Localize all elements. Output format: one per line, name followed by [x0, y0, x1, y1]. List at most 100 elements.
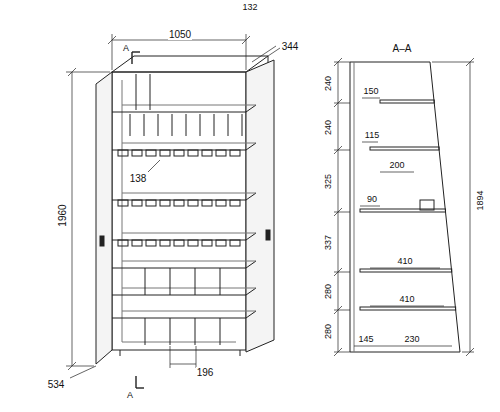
divider [170, 268, 171, 295]
bin [132, 240, 142, 246]
bin [202, 150, 212, 156]
shelf-section [360, 307, 456, 310]
bin [118, 240, 128, 246]
dimension-label: 150 [362, 86, 379, 97]
divider [242, 114, 243, 136]
bin [216, 240, 226, 246]
divider [145, 318, 146, 345]
dimension-label: 280 [324, 322, 335, 339]
divider [170, 318, 171, 345]
dimension-label: 200 [388, 160, 405, 171]
divider [144, 114, 145, 136]
dimension-label: 1050 [168, 29, 192, 40]
bin [188, 150, 198, 156]
bin [160, 240, 170, 246]
section-marker-label: A [126, 390, 134, 401]
section-marker [132, 52, 144, 388]
dimension-label: 138 [129, 173, 148, 184]
dimension-label: 410 [398, 294, 415, 305]
shelf-section [360, 209, 446, 212]
leg [120, 350, 121, 356]
bin [188, 240, 198, 246]
dimension-label: 240 [324, 74, 335, 91]
bin [216, 200, 226, 206]
bin [230, 150, 240, 156]
shelf-back [122, 311, 256, 312]
section-marker-label: A [122, 43, 130, 54]
inner-back [122, 80, 236, 342]
shelf-back [122, 233, 256, 234]
dimension-chain [334, 58, 474, 356]
shelf-section [360, 269, 452, 272]
divider [145, 268, 146, 295]
divider [136, 74, 137, 110]
left-door [96, 72, 112, 364]
bin [174, 150, 184, 156]
dimension-label: 1960 [57, 203, 68, 227]
dimension-label: 196 [196, 367, 215, 378]
dimension-label: 410 [396, 256, 413, 267]
door-handle [100, 236, 104, 246]
shelf-back [122, 288, 256, 289]
leader-line [148, 160, 160, 172]
dimension-label: 240 [324, 118, 335, 135]
shelf [112, 261, 256, 268]
divider [200, 114, 201, 136]
divider [172, 114, 173, 136]
bin [188, 200, 198, 206]
bin [160, 200, 170, 206]
leg [240, 350, 241, 356]
dimension-label: 534 [47, 379, 66, 390]
shelf-back [122, 143, 256, 144]
bin [230, 240, 240, 246]
shelf [112, 311, 256, 318]
divider [130, 114, 131, 136]
bin [132, 200, 142, 206]
divider [186, 114, 187, 136]
shelf-back [122, 105, 256, 106]
bin [160, 150, 170, 156]
shelf-back [122, 261, 256, 262]
door-handle [266, 230, 270, 240]
dimension-label: 337 [324, 233, 335, 250]
right-door [246, 60, 274, 352]
section-title: A–A [392, 43, 413, 54]
dimension-label: 132 [241, 2, 258, 13]
dimension-label: 344 [281, 41, 300, 52]
dimension-line [66, 68, 110, 370]
bin [146, 200, 156, 206]
dimension-label: 280 [324, 282, 335, 299]
cabinet-front [112, 72, 246, 350]
divider [220, 318, 221, 345]
bin [216, 150, 226, 156]
bin [118, 150, 128, 156]
shelf-section [380, 100, 434, 103]
divider [228, 114, 229, 136]
dimension-label: 1894 [475, 189, 486, 211]
divider [195, 318, 196, 345]
divider [158, 114, 159, 136]
shelf [112, 105, 256, 112]
bin [202, 240, 212, 246]
shelf-section [370, 147, 439, 150]
dimension-line [252, 46, 280, 62]
bin [132, 150, 142, 156]
divider [214, 114, 215, 136]
dimension-label: 90 [366, 194, 378, 205]
section-view [350, 62, 460, 352]
shelves [112, 105, 256, 318]
dimension-label: 115 [364, 130, 380, 141]
shelf [112, 193, 256, 200]
divider [195, 268, 196, 295]
bin [146, 150, 156, 156]
bin [174, 240, 184, 246]
shelf [112, 288, 256, 295]
divider [150, 74, 151, 110]
shelf-back [122, 193, 256, 194]
dimension-line [170, 346, 196, 368]
shelf [112, 233, 256, 240]
divider [220, 268, 221, 295]
bin [202, 200, 212, 206]
